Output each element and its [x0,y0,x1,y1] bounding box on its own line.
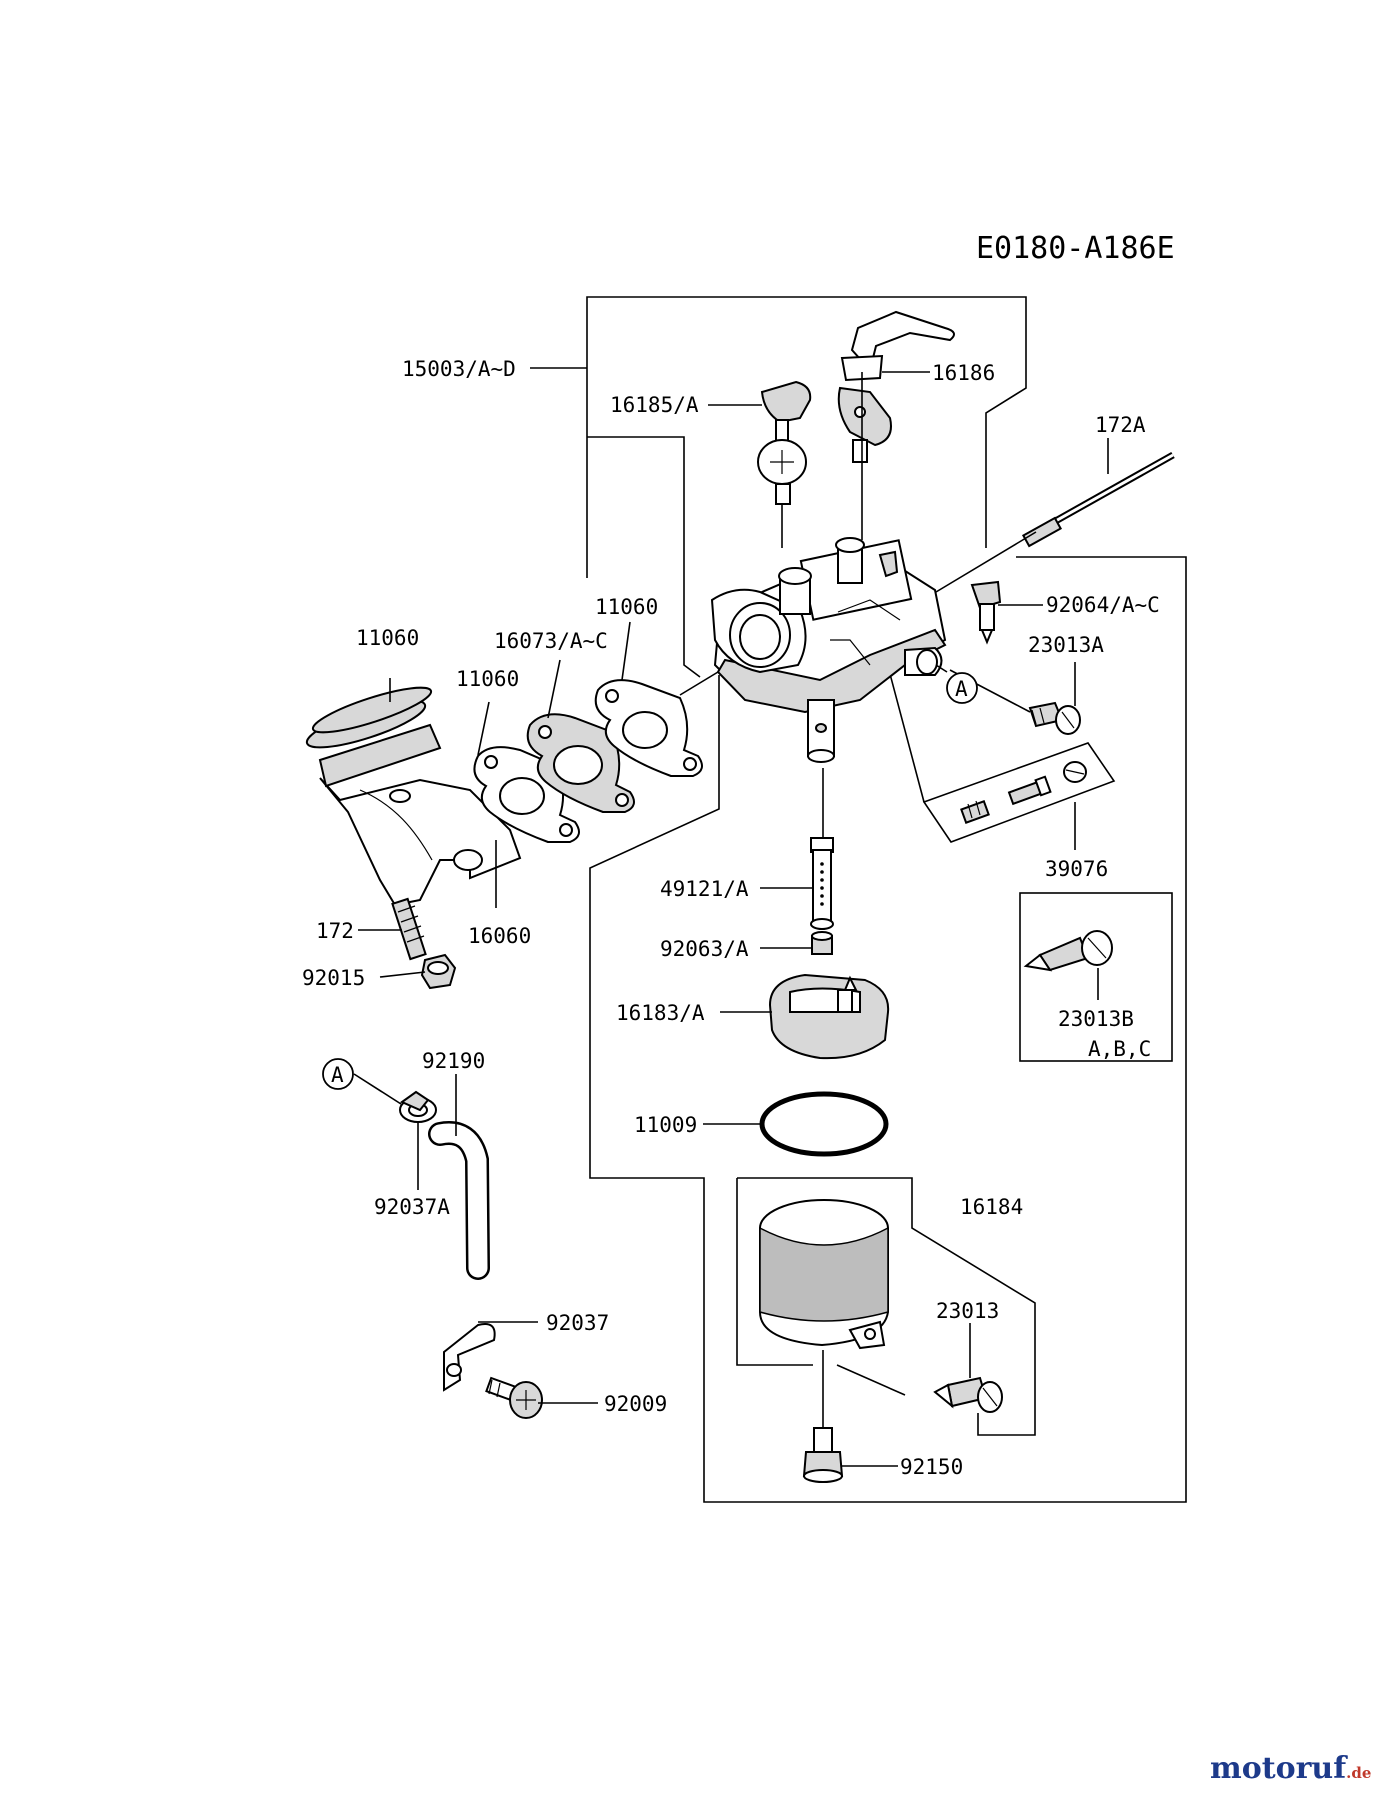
label-16183: 16183/A [616,1001,705,1025]
label-92015: 92015 [302,966,365,990]
stud-172 [391,897,427,961]
label-23013: 23013 [936,1299,999,1323]
carburetor-body-15003 [710,537,947,763]
label-11060-mid: 11060 [456,667,519,691]
callout-marker-a-left: A [322,1058,354,1090]
label-172a: 172A [1095,413,1146,437]
fuel-hose-92190 [428,1121,490,1280]
label-16185: 16185/A [610,393,699,417]
label-92150: 92150 [900,1455,963,1479]
label-92009: 92009 [604,1392,667,1416]
label-92037a: 92037A [374,1195,450,1219]
callout-a-text: A [955,677,968,701]
watermark-brand: motoruf [1210,1751,1347,1786]
pilot-screw-92064 [970,580,1002,645]
stud-172a [1021,451,1175,548]
screw-23013 [933,1376,1003,1413]
screw-23013b [1023,930,1113,972]
frame-16184 [736,1177,1036,1436]
bolt-92009 [485,1376,543,1419]
label-172: 172 [316,919,354,943]
label-92037: 92037 [546,1311,609,1335]
label-39076: 39076 [1045,857,1108,881]
label-11060-left: 11060 [356,626,419,650]
label-92064: 92064/A~C [1046,593,1160,617]
label-16060: 16060 [468,924,531,948]
diagram-code: E0180-A186E [976,231,1175,266]
label-49121: 49121/A [660,877,749,901]
part-labels: 15003/A~D 16185/A 16186 172A 92064/A~C 2… [302,357,1160,1479]
label-23013b-variants: A,B,C [1088,1037,1151,1061]
main-jet-92063 [811,931,833,955]
assembly-frame-15003 [586,296,1027,678]
label-11060-top: 11060 [595,595,658,619]
outer-frame-float-chamber [589,556,1187,1503]
throttle-lever-16185 [757,380,812,505]
label-15003: 15003/A~D [402,357,516,381]
gasket-11060-right [594,679,703,777]
float-bowl-16184 [759,1199,889,1350]
label-16073: 16073/A~C [494,629,608,653]
label-23013b: 23013B [1058,1007,1134,1031]
choke-lever-16186 [837,310,955,463]
drain-bolt-92150 [802,1427,844,1483]
jet-kit-39076 [960,761,1087,824]
clamp-92037 [443,1323,496,1392]
nut-92015 [420,953,457,990]
frame-23013b [1019,892,1173,1062]
label-92190: 92190 [422,1049,485,1073]
screw-23013a [1028,701,1081,735]
label-16184: 16184 [960,1195,1023,1219]
callout-a-text: A [331,1063,344,1087]
callout-marker-a-top: A [946,672,978,704]
watermark-suffix: .de [1346,1764,1372,1782]
clip-92037a [399,1090,437,1123]
o-ring-11009 [759,1091,889,1157]
label-23013a: 23013A [1028,633,1104,657]
label-11009: 11009 [634,1113,697,1137]
watermark-logo: motoruf.de [1210,1751,1371,1786]
float-16183 [768,973,890,1060]
main-nozzle-49121 [810,837,834,930]
intake-manifold-16060 [305,686,522,907]
label-16186: 16186 [932,361,995,385]
label-92063: 92063/A [660,937,749,961]
